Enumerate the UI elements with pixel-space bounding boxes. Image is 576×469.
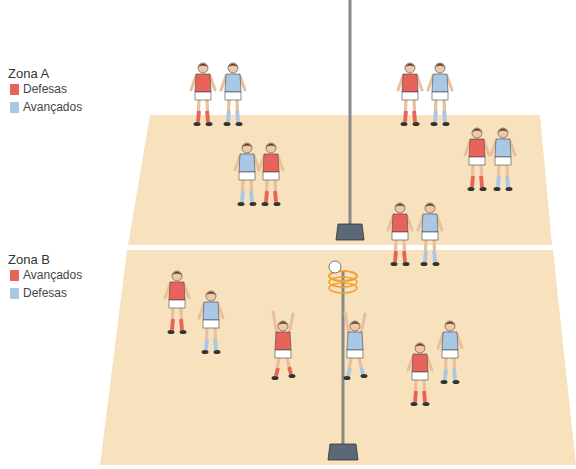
legend-row: Avançados (10, 268, 82, 282)
zone-heading: Zona A (8, 66, 49, 81)
zone-b-field (100, 250, 576, 465)
korf-basket (329, 283, 357, 293)
korf-basket (329, 277, 357, 287)
legend-text: Avançados (23, 100, 82, 114)
legend-row: Avançados (10, 100, 82, 114)
players-zone-a (191, 63, 515, 266)
legend-row: Defesas (10, 82, 67, 96)
ball (329, 261, 341, 273)
legend-text: Defesas (23, 286, 67, 300)
zone-heading: Zona B (8, 252, 50, 267)
post-base (336, 224, 364, 240)
players-zone-b (165, 271, 462, 406)
legend-swatch (10, 84, 19, 95)
legend-swatch (10, 270, 19, 281)
legend-swatch (10, 288, 19, 299)
post-base (328, 444, 358, 460)
legend-text: Defesas (23, 82, 67, 96)
legend-swatch (10, 102, 19, 113)
korf-post (349, 0, 352, 228)
korf-post (342, 272, 345, 448)
center-line (128, 246, 553, 250)
legend-row: Defesas (10, 286, 67, 300)
zone-a-field (128, 115, 552, 245)
legend-text: Avançados (23, 268, 82, 282)
